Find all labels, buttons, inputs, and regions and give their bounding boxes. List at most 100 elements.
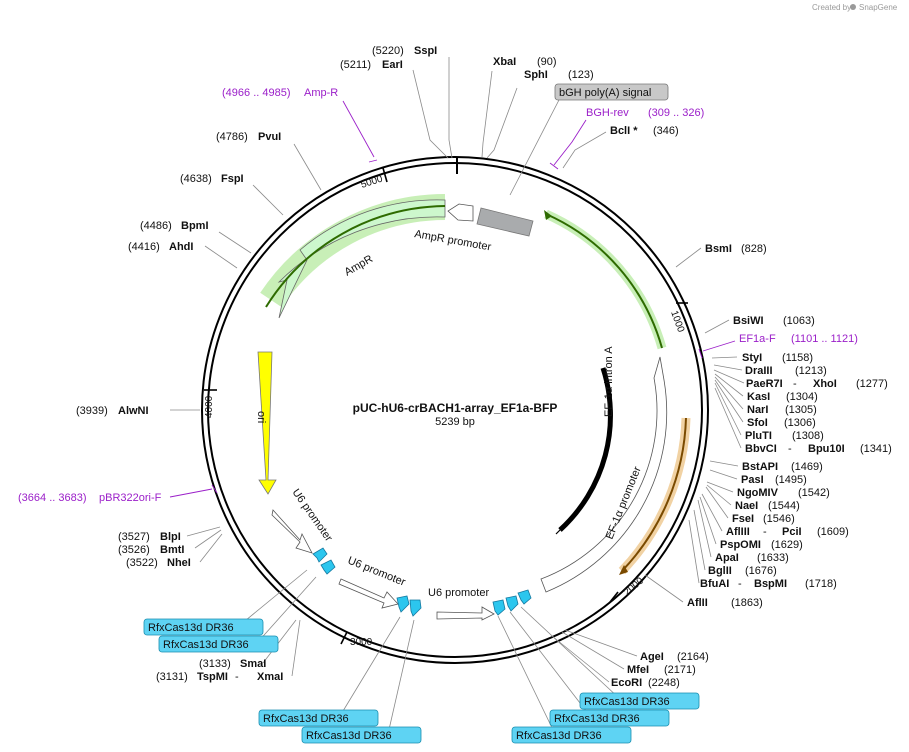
draiii-site[interactable]: DraIII — [745, 365, 773, 377]
eari-pos: (5211) — [340, 59, 371, 71]
dr36-tag-6[interactable] — [549, 709, 670, 727]
intron-end-cap — [555, 525, 565, 535]
dr36-tag-2[interactable] — [158, 635, 279, 653]
dr36-tag-4[interactable] — [301, 726, 422, 744]
fspi-site[interactable]: FspI — [221, 173, 244, 185]
dr36-tag-3[interactable] — [258, 709, 379, 727]
dr36-segment-5[interactable] — [492, 599, 506, 616]
blpi-pos: (3527) — [118, 531, 150, 543]
mfei-site[interactable]: MfeI — [627, 664, 649, 676]
orange-feature-strand[interactable] — [621, 417, 687, 572]
dr36-segment-6[interactable] — [505, 595, 519, 612]
pspomi-pos: (1629) — [771, 539, 803, 551]
credit-text: Created by — [812, 3, 851, 12]
dr36-tag-6-label: RfxCas13d DR36 — [554, 713, 640, 725]
pcii-site[interactable]: PciI — [782, 526, 802, 538]
bpu10i-site[interactable]: Bpu10I — [808, 443, 845, 455]
pasi-site[interactable]: PasI — [741, 474, 764, 486]
pluti-site[interactable]: PluTI — [745, 430, 772, 442]
bbvci-pos: (1341) — [860, 443, 892, 455]
backbone-circle — [201, 156, 709, 664]
xbai-site[interactable]: XbaI — [493, 56, 516, 68]
fsei-site[interactable]: FseI — [732, 513, 754, 525]
ori-feature[interactable] — [257, 351, 277, 495]
bglii-site[interactable]: BglII — [708, 565, 732, 577]
ampr-promoter-feature[interactable] — [447, 203, 474, 222]
sphi-pos: (123) — [568, 69, 594, 81]
ef1a-promoter-feature[interactable] — [540, 356, 668, 593]
bsmi-site[interactable]: BsmI — [705, 243, 732, 255]
xmai-site[interactable]: XmaI — [257, 671, 283, 683]
ecori-site[interactable]: EcoRI — [611, 677, 642, 689]
pspomi-site[interactable]: PspOMI — [720, 539, 761, 551]
ef1af-primer-name[interactable]: EF1a-F — [739, 333, 776, 345]
backbone-inner — [207, 162, 703, 658]
styi-pos: (1158) — [782, 352, 813, 364]
eari-site[interactable]: EarI — [382, 59, 403, 71]
xhoi-site[interactable]: XhoI — [813, 378, 837, 390]
bfuai-site[interactable]: BfuAI — [700, 578, 729, 590]
nari-site[interactable]: NarI — [747, 404, 768, 416]
ampr-strand-line — [265, 205, 446, 308]
bmti-site[interactable]: BmtI — [160, 544, 184, 556]
afliii-separator: - — [763, 526, 767, 538]
nhei-site[interactable]: NheI — [167, 557, 191, 569]
sfoi-site[interactable]: SfoI — [747, 417, 768, 429]
bbvci-site[interactable]: BbvCI — [745, 443, 777, 455]
bmti-pos: (3526) — [118, 544, 150, 556]
dr36-tag-1[interactable] — [143, 618, 264, 636]
dr36-segment-3[interactable] — [396, 595, 410, 613]
dr36-tag-5[interactable] — [579, 692, 700, 710]
dr36-tag-3-label: RfxCas13d DR36 — [263, 713, 349, 725]
dr36-tag-7[interactable] — [511, 726, 632, 744]
tspmi-site[interactable]: TspMI — [197, 671, 228, 683]
aflii-site[interactable]: AflII — [687, 597, 708, 609]
bspmi-site[interactable]: BspMI — [754, 578, 787, 590]
bpmi-site[interactable]: BpmI — [181, 220, 209, 232]
u6-promoter-3[interactable] — [436, 606, 495, 621]
dr36-tag-5-label: RfxCas13d DR36 — [584, 696, 670, 708]
tick-label-1000: 1000 — [668, 309, 686, 334]
ngomiv-site[interactable]: NgoMIV — [737, 487, 779, 499]
pasi-pos: (1495) — [775, 474, 807, 486]
ahdi-site[interactable]: AhdI — [169, 241, 193, 253]
bgh-polya-tag[interactable] — [554, 83, 669, 101]
dr36-segment-2[interactable] — [320, 559, 336, 575]
apai-site[interactable]: ApaI — [715, 552, 739, 564]
u6-promoter-1[interactable] — [271, 509, 313, 554]
sspi-site[interactable]: SspI — [414, 45, 437, 57]
dr36-segment-7[interactable] — [517, 589, 532, 605]
alwni-site[interactable]: AlwNI — [118, 405, 149, 417]
kasi-site[interactable]: KasI — [747, 391, 770, 403]
blpi-site[interactable]: BlpI — [160, 531, 181, 543]
bfuai-separator: - — [738, 578, 742, 590]
ampr-promoter-label: AmpR promoter — [413, 228, 492, 253]
apai-pos: (1633) — [757, 552, 789, 564]
pvui-site[interactable]: PvuI — [258, 131, 281, 143]
bgh-polya-feature[interactable] — [476, 207, 534, 237]
paer7i-separator: - — [793, 378, 797, 390]
dr36-segment-1[interactable] — [312, 547, 328, 563]
agei-site[interactable]: AgeI — [640, 651, 664, 663]
paer7i-site[interactable]: PaeR7I — [746, 378, 783, 390]
naei-site[interactable]: NaeI — [735, 500, 758, 512]
ampr-primer-name[interactable]: Amp-R — [304, 87, 338, 99]
u6-promoter-2[interactable] — [338, 578, 399, 609]
smai-site[interactable]: SmaI — [240, 658, 266, 670]
sphi-site[interactable]: SphI — [524, 69, 548, 81]
bghrev-primer-name[interactable]: BGH-rev — [586, 107, 629, 119]
bsiwi-site[interactable]: BsiWI — [733, 315, 764, 327]
dr36-segment-4[interactable] — [409, 599, 422, 617]
ef1a-intron-feature[interactable] — [558, 367, 613, 532]
u6-promoter-3-label: U6 promoter — [428, 587, 489, 599]
styi-site[interactable]: StyI — [742, 352, 762, 364]
draiii-pos: (1213) — [795, 365, 827, 377]
ef1a-top-arrowhead — [544, 210, 552, 220]
pbr-primer-name[interactable]: pBR322ori-F — [99, 492, 162, 504]
bcli-site[interactable]: BclI * — [610, 125, 638, 137]
ef1af-primer-range: (1101 .. 1121) — [791, 333, 858, 345]
afliii-site[interactable]: AflIII — [726, 526, 750, 538]
dr36-tag-2-label: RfxCas13d DR36 — [163, 639, 249, 651]
tick-label-3000: 3000 — [350, 637, 373, 648]
bstapi-site[interactable]: BstAPI — [742, 461, 778, 473]
